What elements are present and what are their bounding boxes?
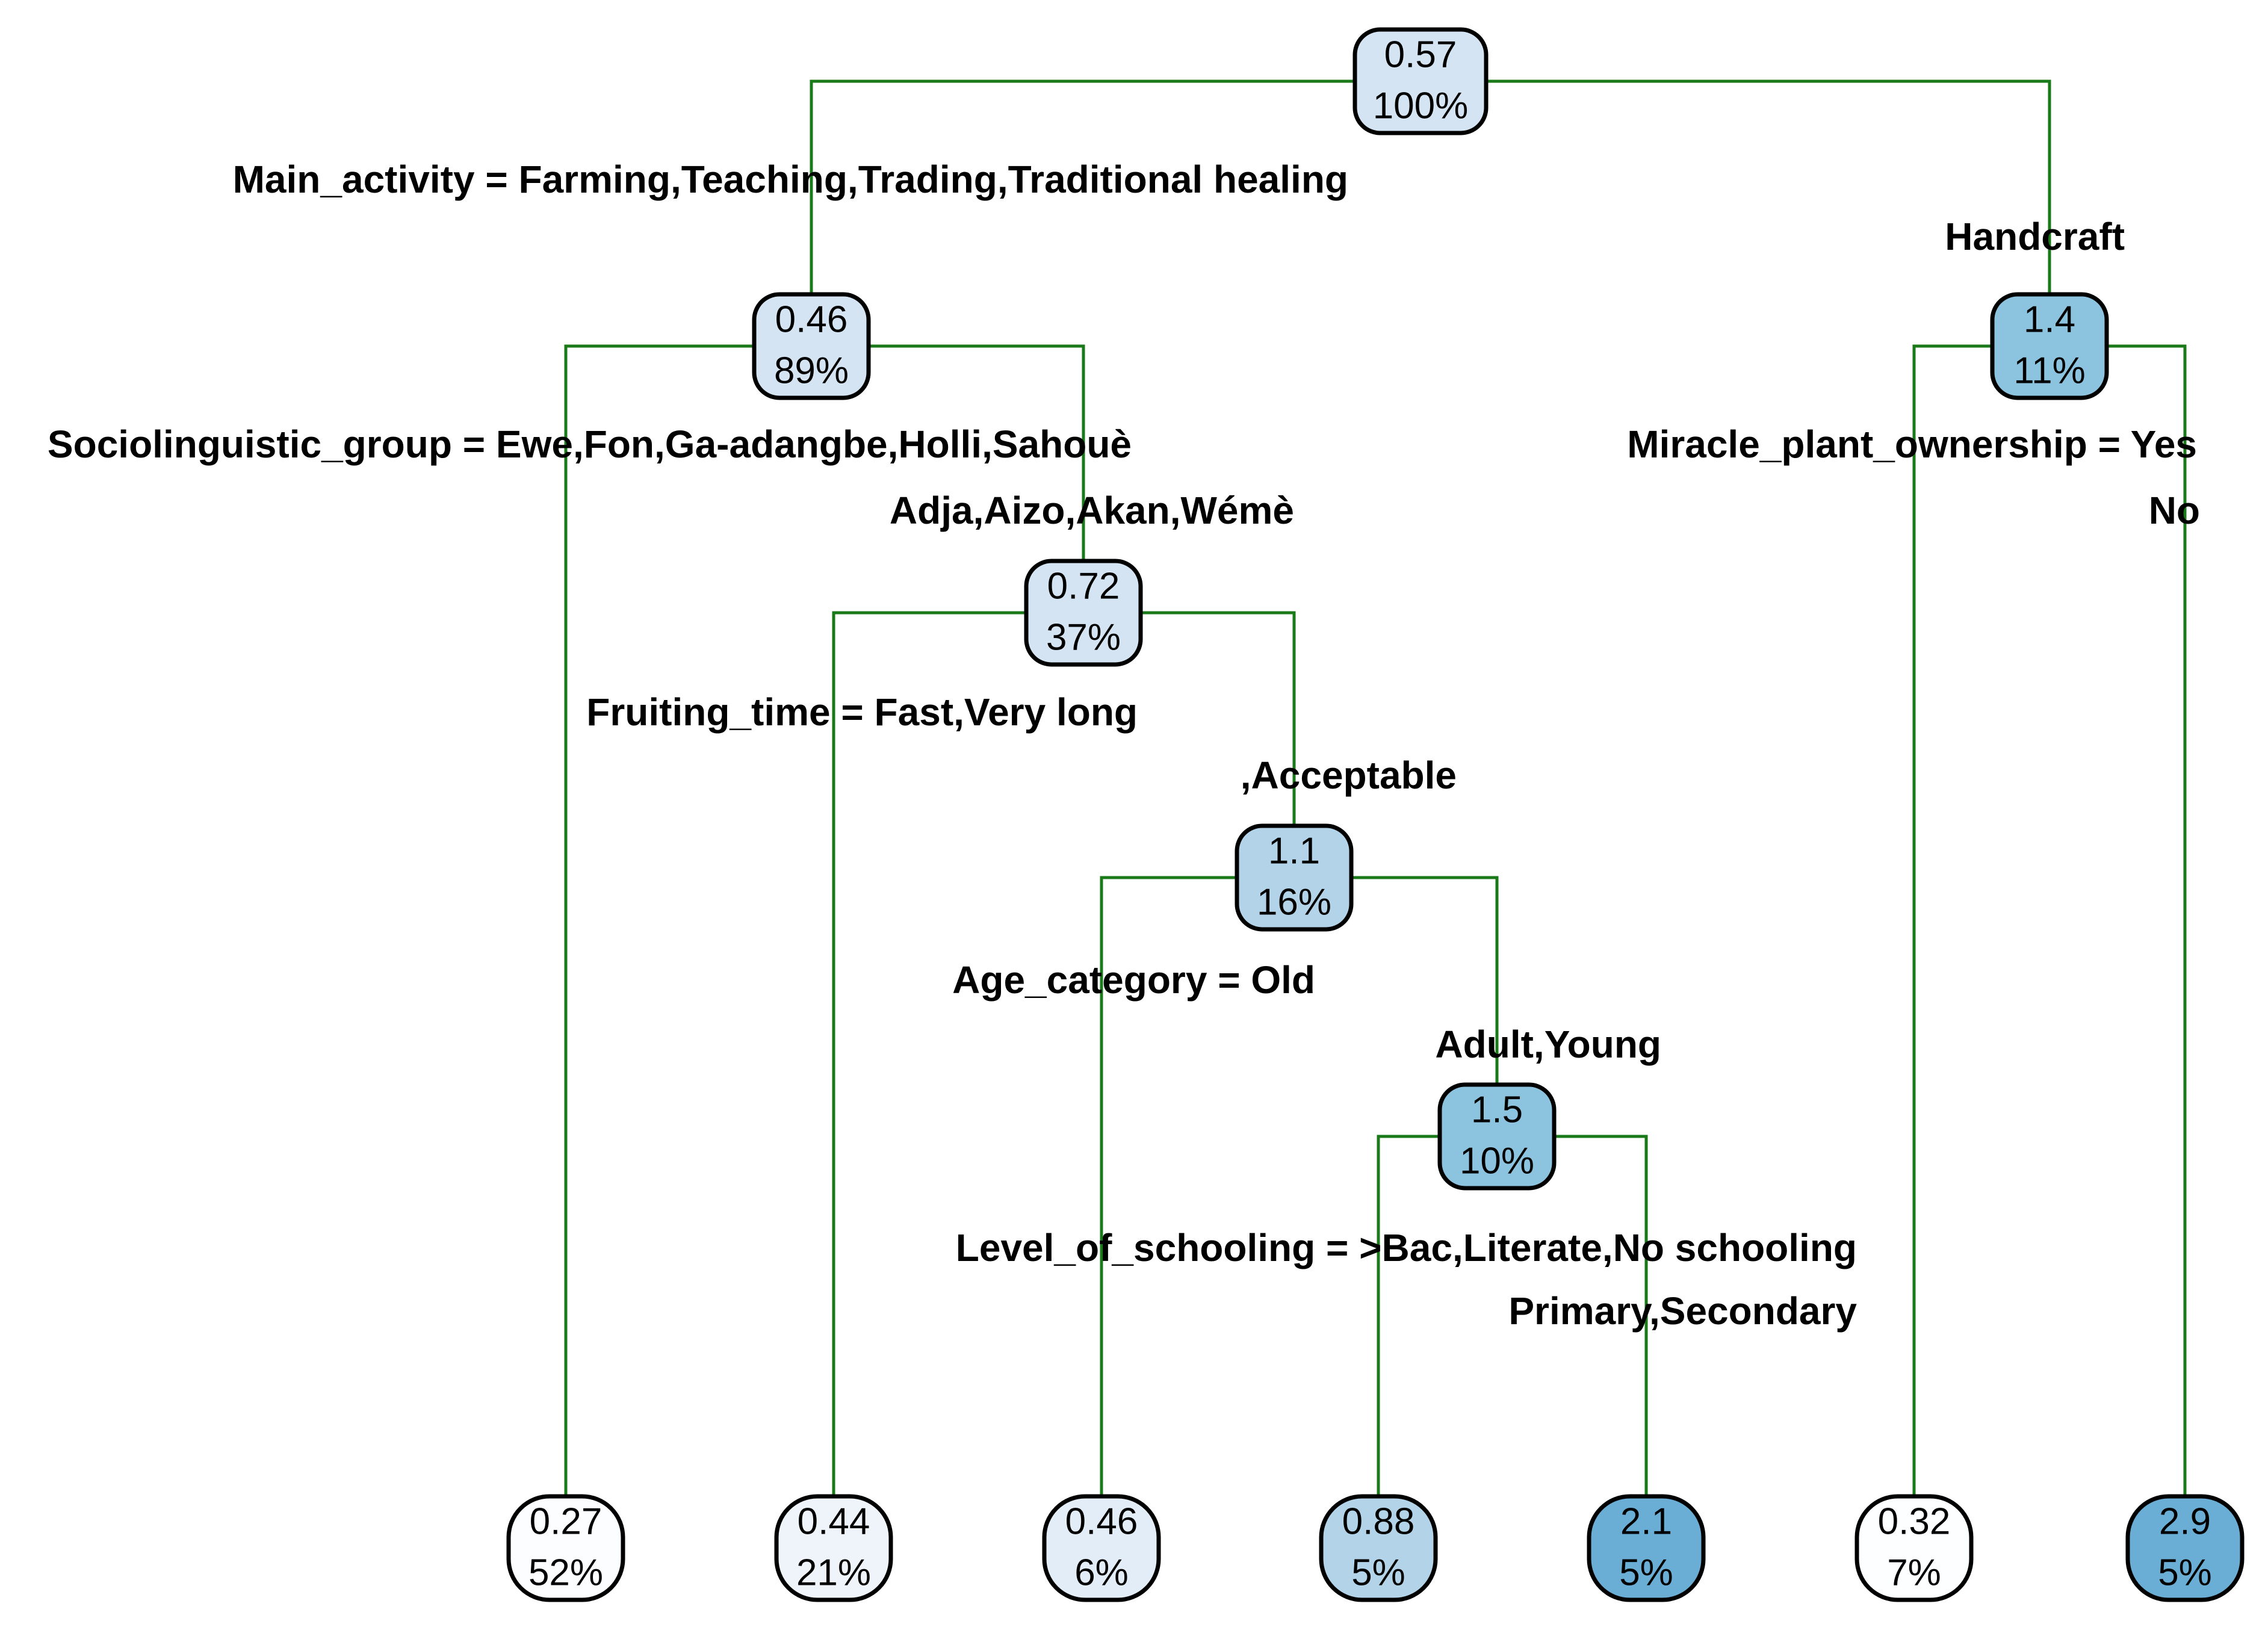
split-miracle-plant-ownership-left-label: Miracle_plant_ownership = Yes [1627,423,2197,466]
tree-node-l4[interactable]: 0.88 5% [1319,1494,1438,1602]
edge-n11-right [1351,876,1499,1085]
tree-node-n11[interactable]: 1.116% [1235,823,1354,932]
node-value-root: 0.57 [1384,34,1457,75]
node-value-l7: 2.9 [2159,1501,2211,1542]
split-main-activity-left-label: Main_activity = Farming,Teaching,Trading… [233,158,1348,201]
node-pct-n2: 89% [774,350,849,391]
node-box-l6 [1854,1494,1974,1602]
tree-node-n5[interactable]: 0.72 37% [1024,559,1143,667]
edge-n2-left [564,344,754,1496]
node-value-n23: 1.5 [1471,1089,1523,1130]
split-miracle-plant-ownership-right-label: No [2149,489,2200,532]
node-pct-n11: 16% [1257,881,1331,923]
node-box-l7 [2125,1494,2245,1602]
tree-node-root[interactable]: 0.57 100% [1352,27,1489,135]
node-box-n11 [1235,823,1354,932]
node-pct-n5: 37% [1046,616,1121,658]
edge-n5-left [832,611,1026,1496]
node-box-l1 [506,1494,625,1602]
edge-n11-left [1100,876,1237,1496]
tree-node-l5[interactable]: 2.15% [1587,1494,1706,1602]
node-box-n3 [1990,292,2109,400]
node-box-l5 [1587,1494,1706,1602]
node-pct-n23: 10% [1460,1140,1534,1182]
node-value-l4: 0.88 [1342,1501,1415,1542]
node-value-l5: 2.1 [1620,1501,1672,1542]
tree-node-l3[interactable]: 0.46 6% [1042,1494,1161,1602]
node-pct-l7: 5% [2158,1552,2212,1593]
node-box-l3 [1042,1494,1161,1602]
split-age-category-left-label: Age_category = Old [952,958,1315,1002]
node-box-n2 [752,292,871,400]
split-main-activity-right-label: Handcraft [1945,215,2125,258]
node-box-n23 [1437,1082,1557,1191]
node-value-n3: 1.4 [2024,299,2075,340]
node-value-l6: 0.32 [1878,1501,1951,1542]
node-value-l3: 0.46 [1065,1501,1138,1542]
node-pct-n3: 11% [2013,350,2086,391]
node-pct-l6: 7% [1887,1552,1941,1593]
split-age-category-right-label: Adult,Young [1435,1023,1661,1066]
tree-node-n3[interactable]: 1.411% [1990,292,2109,400]
node-box-l2 [774,1494,893,1602]
edge-n5-right [1141,611,1296,826]
node-value-l1: 0.27 [530,1501,603,1542]
tree-nodes: 0.57100%0.4689%1.411%0.7237%1.116%1.510%… [506,27,2245,1602]
split-level-of-schooling-right-label: Primary,Secondary [1508,1289,1857,1333]
node-value-l2: 0.44 [798,1501,870,1542]
edge-root-left [810,79,1355,294]
tree-node-l7[interactable]: 2.95% [2125,1494,2245,1602]
split-fruiting-time-right-label: ,Acceptable [1241,754,1457,797]
node-box-root [1352,27,1489,135]
node-value-n5: 0.72 [1047,565,1120,607]
edge-n23-right [1554,1135,1648,1496]
tree-node-n2[interactable]: 0.46 89% [752,292,871,400]
tree-node-l2[interactable]: 0.44 21% [774,1494,893,1602]
node-pct-root: 100% [1373,85,1469,126]
edge-root-right [1486,79,2051,294]
tree-node-l1[interactable]: 0.27 52% [506,1494,625,1602]
node-pct-l3: 6% [1074,1552,1129,1593]
node-value-n2: 0.46 [775,299,848,340]
node-box-n5 [1024,559,1143,667]
node-pct-l2: 21% [796,1552,871,1593]
node-box-l4 [1319,1494,1438,1602]
split-level-of-schooling-left-label: Level_of_schooling = >Bac,Literate,No sc… [956,1226,1857,1269]
tree-split-labels: Main_activity = Farming,Teaching,Trading… [48,158,2200,1333]
tree-node-l6[interactable]: 0.32 7% [1854,1494,1974,1602]
split-fruiting-time-left-label: Fruiting_time = Fast,Very long [586,690,1138,734]
tree-node-n23[interactable]: 1.510% [1437,1082,1557,1191]
split-sociolinguistic-group-right-label: Adja,Aizo,Akan,Wémè [890,489,1294,532]
node-value-n11: 1.1 [1268,830,1320,872]
edge-n23-left [1377,1135,1440,1496]
node-pct-l4: 5% [1351,1552,1405,1593]
edge-n3-right [2107,344,2187,1496]
tree-edges [564,79,2187,1496]
edge-n3-left [1912,344,1992,1496]
node-pct-l5: 5% [1619,1552,1673,1593]
edge-n2-right [869,344,1085,561]
node-pct-l1: 52% [528,1552,603,1593]
split-sociolinguistic-group-left-label: Sociolinguistic_group = Ewe,Fon,Ga-adang… [48,423,1132,466]
